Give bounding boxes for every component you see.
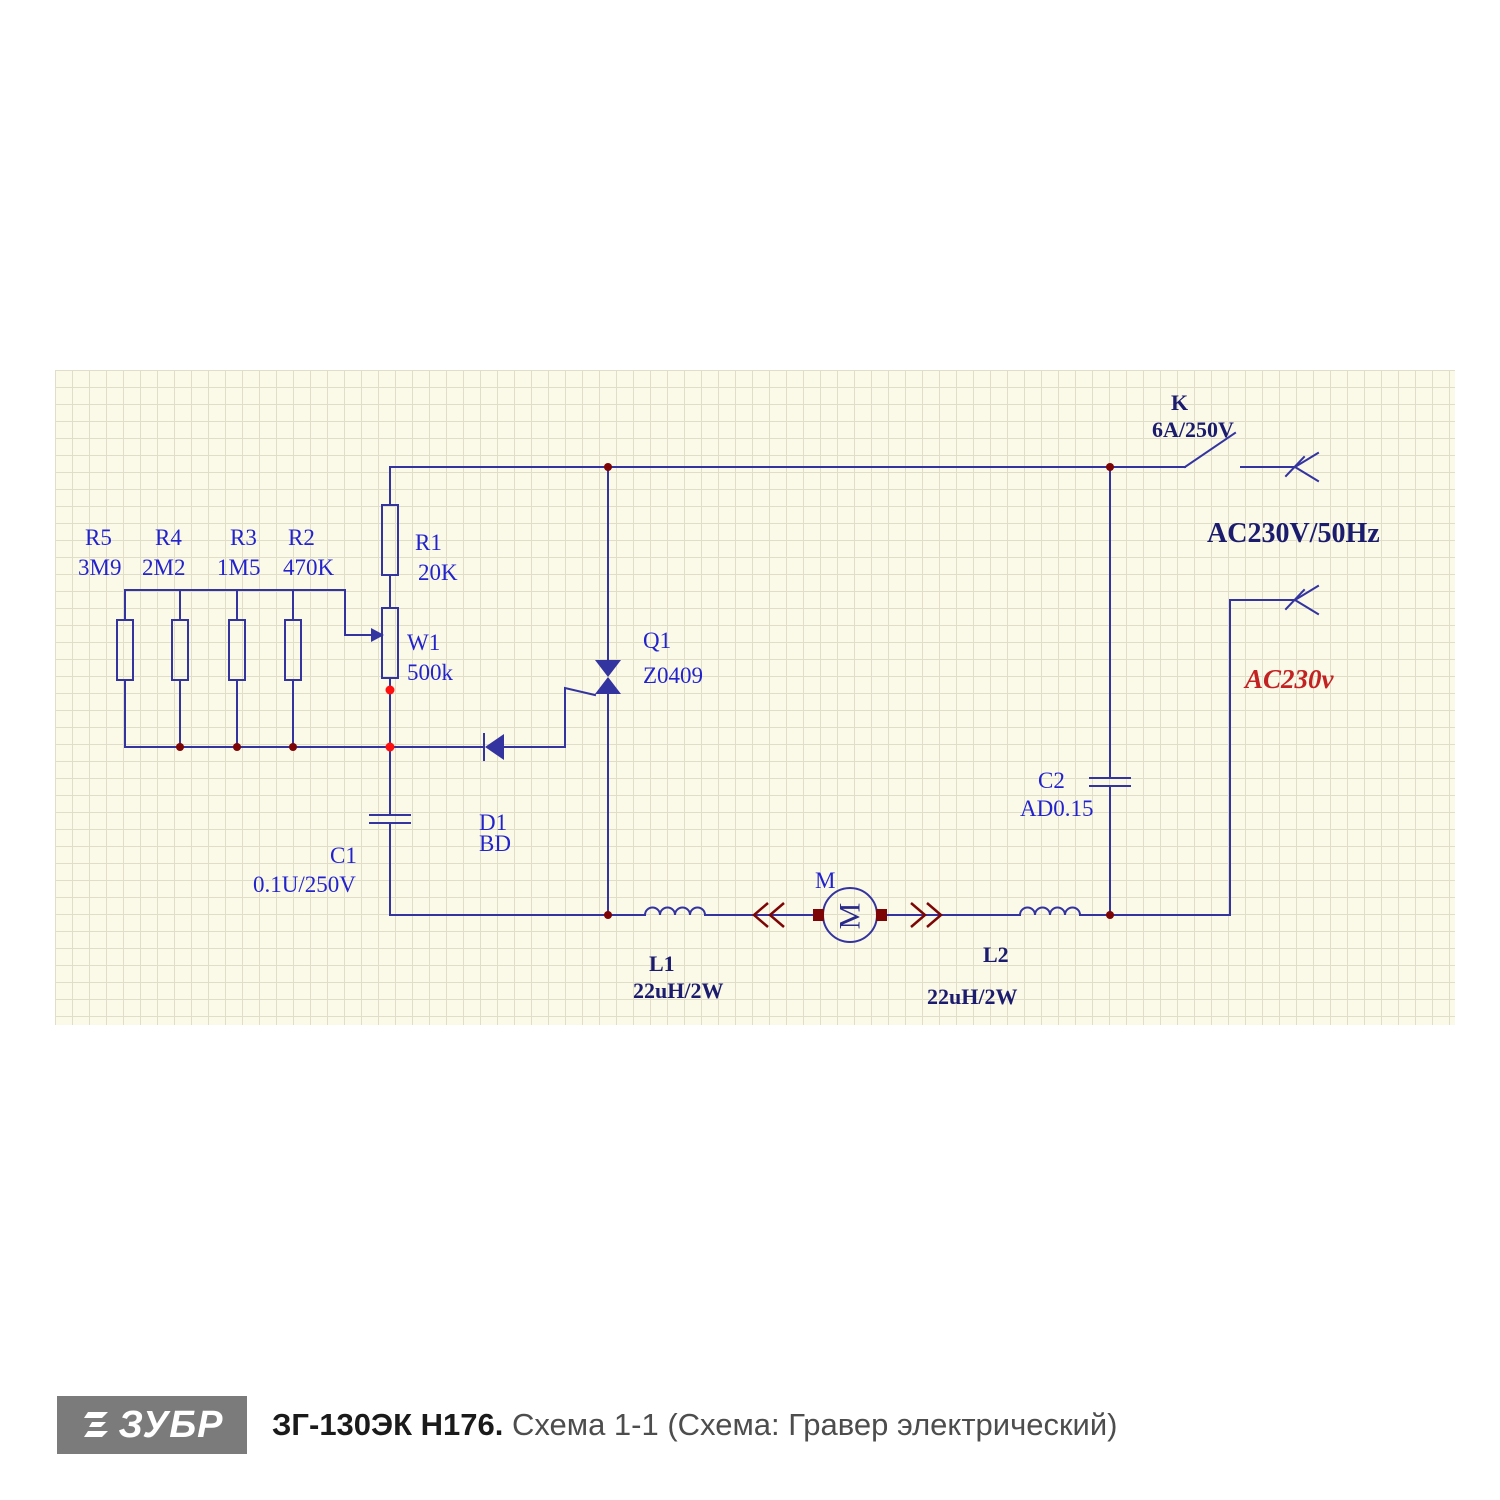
inductor-l1 [644,906,706,916]
terminal-bottom-slash [1284,588,1306,611]
c2-label: C2 [1038,768,1065,793]
connector-chevrons-right [910,902,943,928]
l1-coil [644,906,706,916]
zubr-logo-text: ЗУБР [118,1404,224,1446]
d1-label: D1 [479,810,507,835]
capacitor-c1 [369,814,411,824]
resistor-r4 [171,619,189,681]
r1-body [381,504,399,576]
chevron-left-2 [768,902,785,928]
w1-value: 500k [407,660,454,685]
inductor-l2 [1019,906,1081,916]
c1-value: 0.1U/250V [253,872,356,897]
mains-voltage-label: AC230V/50Hz [1207,518,1380,549]
wire-wiper [344,589,372,636]
model-number: ЗГ-130ЭК Н176. [272,1407,504,1442]
q1-label: Q1 [643,628,671,653]
r3-value: 1M5 [217,555,260,580]
switch-rating: 6A/250V [1152,417,1234,442]
d1-triangle [485,734,504,760]
q1-value: Z0409 [643,663,703,688]
zubr-emblem-icon [81,1408,111,1442]
junction-dot [604,911,612,919]
junction-dot [289,743,297,751]
connector-chevrons-left [752,902,785,928]
motor-label: M [815,868,835,893]
wire-gate [564,686,597,748]
r5-body [116,619,134,681]
l2-value: 22uH/2W [927,984,1017,1009]
resistor-r3 [228,619,246,681]
capacitor-c2 [1089,777,1131,787]
terminal-bottom-fork [1293,584,1320,616]
junction-dot [233,743,241,751]
c1-label: C1 [330,843,357,868]
red-junction-dot [385,742,395,752]
mains-terminal-bottom [1284,584,1320,616]
d1-value: BD [479,831,511,856]
r1-label: R1 [415,530,442,555]
q1-triangle-up [595,677,621,694]
terminal-top-slash [1284,455,1306,478]
r2-value: 470K [283,555,335,580]
w1-wiper-arrow [371,628,384,642]
r5-label: R5 [85,525,112,550]
r3-body [228,619,246,681]
junction-dot [1106,911,1114,919]
switch-label: K [1171,390,1188,415]
resistor-r2 [284,619,302,681]
r3-label: R3 [230,525,257,550]
motor-m: M [813,887,887,943]
resistor-r5 [116,619,134,681]
load-voltage-label: AC230v [1243,664,1335,694]
r4-label: R4 [155,525,182,550]
red-junction-dot [385,685,395,695]
motor-brush-left [813,909,824,921]
l1-label: L1 [649,951,675,976]
motor-brush-right [876,909,887,921]
zubr-logo: ЗУБР [57,1396,247,1454]
mains-terminal-top [1284,451,1320,483]
resistor-r1 [381,504,399,576]
wire-return-to-terminal [1229,599,1296,916]
chevron-right-1 [910,902,927,928]
q1-triangle-down [595,660,621,677]
r1-value: 20K [418,560,458,585]
schematic-grid-area: M R [55,370,1455,1025]
junction-dots [176,463,1114,919]
junction-dot [176,743,184,751]
l1-value: 22uH/2W [633,978,723,1003]
r4-value: 2M2 [142,555,185,580]
junction-dot [1106,463,1114,471]
r4-body [171,619,189,681]
r2-label: R2 [288,525,315,550]
diac-d1 [483,733,504,761]
chevron-right-2 [926,902,943,928]
l2-coil [1019,906,1081,916]
component-labels: R5 3M9 R4 2M2 R3 1M5 R2 470K R1 20K W1 5… [78,390,1380,1009]
title-description: Схема 1-1 (Схема: Гравер электрический) [503,1407,1118,1442]
w1-body [381,607,399,679]
w1-label: W1 [407,630,440,655]
circuit-drawing: M R [78,390,1380,1009]
l2-label: L2 [983,942,1009,967]
junction-dot [604,463,612,471]
potentiometer-w1 [371,607,399,679]
chevron-left-1 [752,902,769,928]
motor-letter: M [834,903,867,930]
schematic-title: ЗГ-130ЭК Н176. Схема 1-1 (Схема: Гравер … [272,1407,1118,1443]
c2-value: AD0.15 [1020,796,1093,821]
switch-blade [1183,431,1237,469]
triac-q1 [595,660,621,694]
terminal-top-fork [1293,451,1320,483]
r2-body [284,619,302,681]
r5-value: 3M9 [78,555,121,580]
